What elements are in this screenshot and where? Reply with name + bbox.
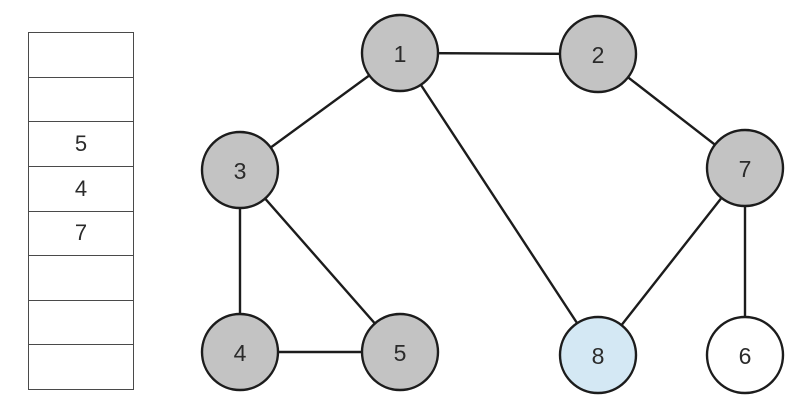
graph-node-7: 7: [705, 128, 785, 208]
graph-node-circle-8: [558, 315, 638, 395]
graph-node-8: 8: [558, 315, 638, 395]
graph-node-label: 1: [394, 41, 407, 67]
graph-node-circle-1: [360, 13, 440, 93]
graph-node-2: 2: [558, 14, 638, 94]
stack-cell-5: [29, 256, 133, 301]
stack-cell-3: 4: [29, 167, 133, 212]
graph-edge-7-8: [596, 166, 747, 357]
graph-node-5: 5: [360, 312, 440, 392]
stack-cell-2: 5: [29, 122, 133, 167]
graph-node-label: 3: [234, 158, 247, 184]
stack-cell-1: [29, 78, 133, 123]
graph-node-circle-7: [705, 128, 785, 208]
graph-node-label: 4: [234, 340, 247, 366]
graph-node-label: 7: [739, 156, 752, 182]
graph-node-label: 6: [739, 343, 752, 369]
graph-node-circle-4: [200, 312, 280, 392]
stack-cell-value: 4: [74, 175, 88, 201]
graph-edge-3-5: [238, 168, 402, 354]
stack-table: 5 4 7: [28, 32, 134, 390]
graph-edge-1-8: [398, 51, 600, 357]
graph-node-4: 4: [200, 312, 280, 392]
graph-node-label: 2: [592, 42, 605, 68]
graph-node-label: 8: [592, 343, 605, 369]
graph-node-circle-3: [200, 130, 280, 210]
stack-cell-value: 7: [74, 220, 88, 246]
graph-node-6: 6: [705, 315, 785, 395]
stack-cell-0: [29, 33, 133, 78]
stack-cell-value: 5: [74, 131, 88, 157]
stack-cell-4: 7: [29, 212, 133, 257]
graph-node-3: 3: [200, 130, 280, 210]
stack-cell-6: [29, 301, 133, 346]
graph-node-circle-2: [558, 14, 638, 94]
graph-node-1: 1: [360, 13, 440, 93]
graph-node-circle-6: [705, 315, 785, 395]
graph-node-label: 5: [394, 340, 407, 366]
graph-node-circle-5: [360, 312, 440, 392]
